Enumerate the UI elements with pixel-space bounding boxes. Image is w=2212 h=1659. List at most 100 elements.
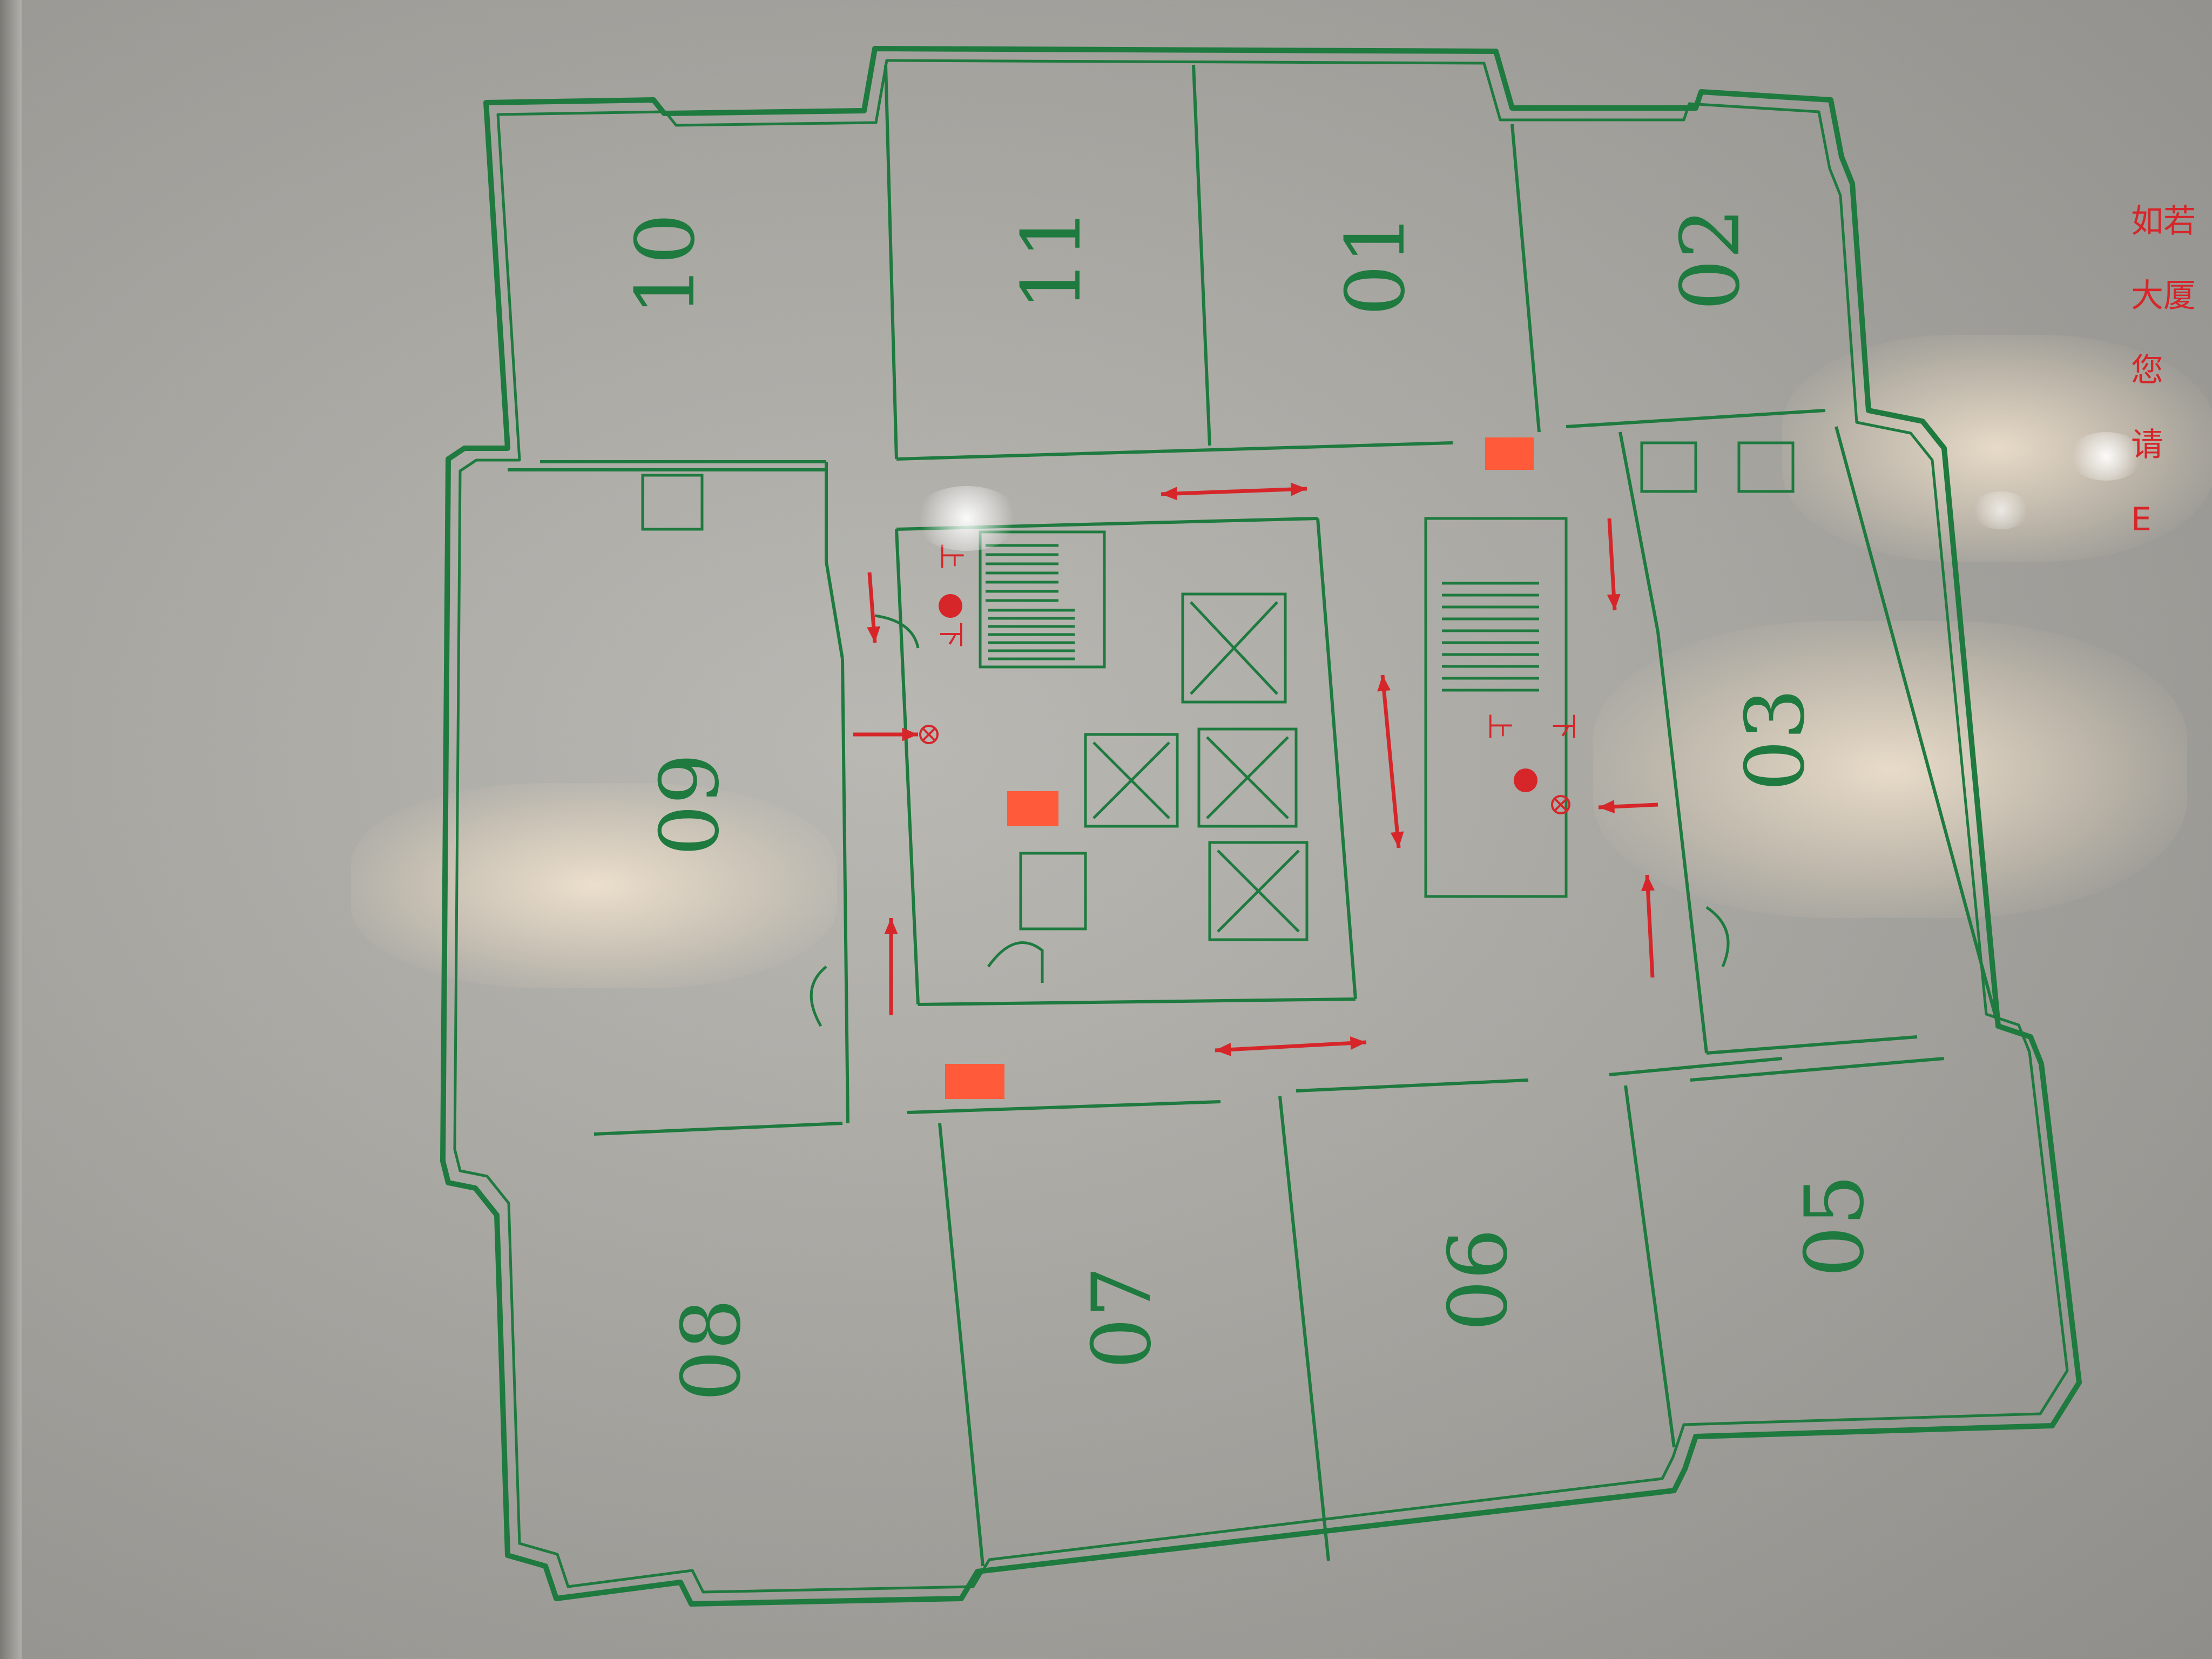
arrow-head [1291, 482, 1307, 496]
shaft-icon [1737, 441, 1795, 493]
evacuation-routes [853, 482, 1658, 1056]
elevator-icon [1208, 841, 1309, 941]
shaft-icon [1640, 441, 1697, 493]
evacuation-arrow-icon [1215, 1040, 1367, 1053]
unit-label-03: 03 [1729, 689, 1823, 792]
door-swing [987, 941, 1044, 983]
fire-extinguisher-icon [945, 1064, 1004, 1099]
elevator-x [1206, 736, 1289, 819]
fire-extinguisher-icon [1007, 791, 1058, 826]
partition-wall [1690, 1057, 1945, 1082]
hydrant-circle [919, 725, 939, 744]
unit-label-09: 09 [643, 753, 737, 857]
outer-wall-inner-line [453, 59, 2069, 1594]
arrow-head [1215, 1042, 1232, 1056]
arrow-head [1641, 875, 1655, 892]
partition-wall [1835, 426, 2000, 1027]
partition-wall [1510, 124, 1541, 433]
partition-wall [1618, 431, 1660, 632]
stairs-right [1424, 517, 1568, 898]
unit-labels: 01 02 03 05 06 07 08 09 10 11 [619, 208, 1882, 1402]
notice-line: 请 [2131, 426, 2163, 464]
arrow-head [1161, 487, 1177, 501]
door-swing [1705, 906, 1730, 967]
notice-line: 大厦 [2131, 277, 2196, 315]
light-glare [913, 486, 1021, 551]
elevator-x [1092, 741, 1170, 819]
markers: 上下上下 [919, 437, 1579, 1099]
restroom [1019, 852, 1087, 930]
elevator-x [1217, 849, 1300, 933]
partition-wall [896, 441, 1453, 461]
fire-hydrant-icon [919, 725, 939, 744]
partition-wall [1316, 518, 1357, 1000]
arrow-head [1599, 800, 1615, 814]
fire-extinguisher-icon [1485, 437, 1534, 470]
interior-walls [508, 64, 2000, 1567]
stairs-left [979, 530, 1106, 669]
notice-line: E [2131, 501, 2152, 538]
panel-frame [0, 0, 22, 1659]
arrow-head [867, 626, 881, 643]
evacuation-arrow-icon [1645, 874, 1655, 978]
reflection-warm [1593, 621, 2187, 918]
light-glare [2068, 432, 2144, 481]
partition-wall [1706, 1035, 1918, 1055]
partition-wall [938, 1123, 984, 1567]
partition-wall [825, 561, 844, 659]
walls [440, 46, 2082, 1607]
unit-label-11: 11 [1005, 208, 1099, 311]
fire-hydrant-icon [1551, 795, 1570, 814]
door-swing [810, 966, 827, 1027]
arrow-head [902, 727, 918, 741]
reflection-warm [351, 783, 837, 988]
partition-wall [895, 529, 920, 1005]
unit-label-06: 06 [1432, 1229, 1526, 1332]
evacuation-arrow-icon [1380, 675, 1401, 848]
partition-wall [1192, 64, 1211, 446]
unit-label-05: 05 [1788, 1175, 1882, 1278]
arrow-head [1377, 675, 1391, 692]
hydrant-circle [1551, 795, 1570, 814]
light-glare [1971, 491, 2031, 529]
partition-wall [594, 1122, 843, 1136]
notice-line: 您 [2131, 352, 2163, 389]
notice-line: 如若 [2131, 203, 2196, 240]
partition-wall [1278, 1096, 1330, 1561]
arrow-head [884, 918, 898, 934]
stair-label: 下 [936, 622, 966, 648]
partition-wall [884, 64, 898, 460]
unit-label-08: 08 [665, 1299, 759, 1402]
elevator-icon [1197, 727, 1298, 828]
outer-wall [440, 46, 2082, 1607]
unit-label-07: 07 [1075, 1266, 1169, 1370]
you-are-here-icon [939, 594, 962, 618]
partition-wall [841, 658, 849, 1124]
elevator-x [1190, 601, 1278, 695]
stair-label: 下 [1549, 713, 1579, 739]
hydrant-cross [922, 727, 936, 741]
partition-wall [1296, 1078, 1529, 1092]
unit-label-01: 01 [1329, 213, 1423, 316]
shaft-icon [641, 474, 704, 531]
stair-label: 上 [1484, 713, 1514, 739]
unit-label-10: 10 [619, 213, 713, 316]
hydrant-cross [1554, 798, 1568, 812]
partition-wall [1624, 1085, 1676, 1448]
partition-wall [1566, 409, 1826, 428]
unit-label-02: 02 [1664, 208, 1758, 311]
elevator-icon [1181, 592, 1287, 704]
door-swing [874, 614, 920, 649]
elevator-icon [1084, 733, 1179, 828]
arrow-head [1350, 1036, 1366, 1050]
arrow-head [1390, 831, 1404, 848]
arrow-head [1607, 594, 1621, 610]
you-are-here-icon [1514, 768, 1537, 792]
partition-wall [918, 997, 1356, 1006]
fixtures [641, 441, 1795, 1027]
partition-wall [1609, 1057, 1783, 1076]
evacuation-arrow-icon [1161, 487, 1307, 496]
partition-wall [1656, 631, 1708, 1054]
